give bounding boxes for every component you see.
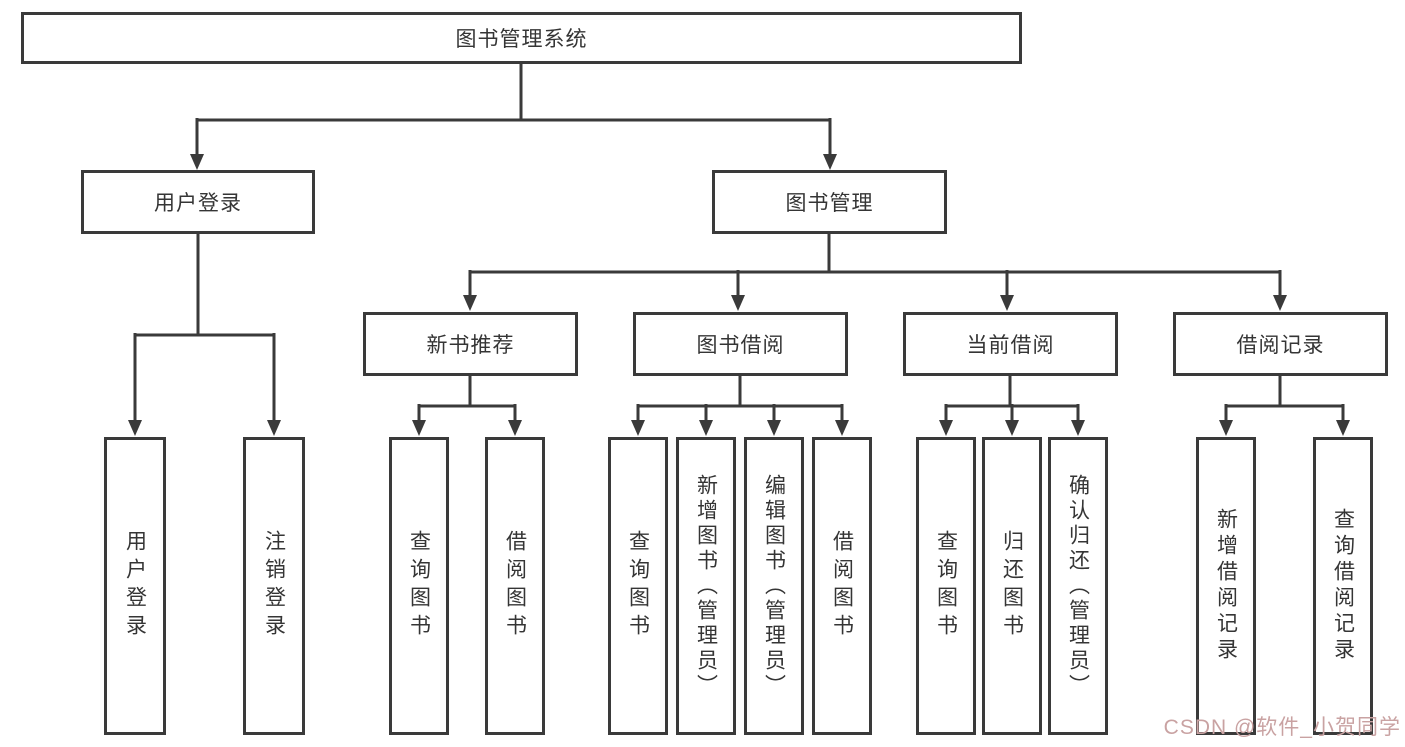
node-new-book-recommend: 新书推荐 xyxy=(363,312,578,376)
node-borrow-records: 借阅记录 xyxy=(1173,312,1388,376)
node-leaf-user-login: 用户登录 xyxy=(104,437,166,735)
node-leaf-borrow-books-2: 借阅图书 xyxy=(812,437,872,735)
node-leaf-confirm-return-admin: 确认归还（管理员） xyxy=(1048,437,1108,735)
node-user-login: 用户登录 xyxy=(81,170,315,234)
node-root-library-system: 图书管理系统 xyxy=(21,12,1022,64)
node-leaf-query-books-1: 查询图书 xyxy=(389,437,449,735)
node-book-management: 图书管理 xyxy=(712,170,947,234)
node-leaf-query-books-2: 查询图书 xyxy=(608,437,668,735)
node-leaf-return-books: 归还图书 xyxy=(982,437,1042,735)
arrowhead-icons xyxy=(128,154,1350,436)
node-leaf-borrow-books-1: 借阅图书 xyxy=(485,437,545,735)
node-leaf-query-books-3: 查询图书 xyxy=(916,437,976,735)
node-leaf-logout: 注销登录 xyxy=(243,437,305,735)
node-book-borrow: 图书借阅 xyxy=(633,312,848,376)
node-leaf-add-books-admin: 新增图书（管理员） xyxy=(676,437,736,735)
node-current-borrow: 当前借阅 xyxy=(903,312,1118,376)
node-leaf-add-borrow-record: 新增借阅记录 xyxy=(1196,437,1256,735)
node-leaf-edit-books-admin: 编辑图书（管理员） xyxy=(744,437,804,735)
node-leaf-query-borrow-record: 查询借阅记录 xyxy=(1313,437,1373,735)
